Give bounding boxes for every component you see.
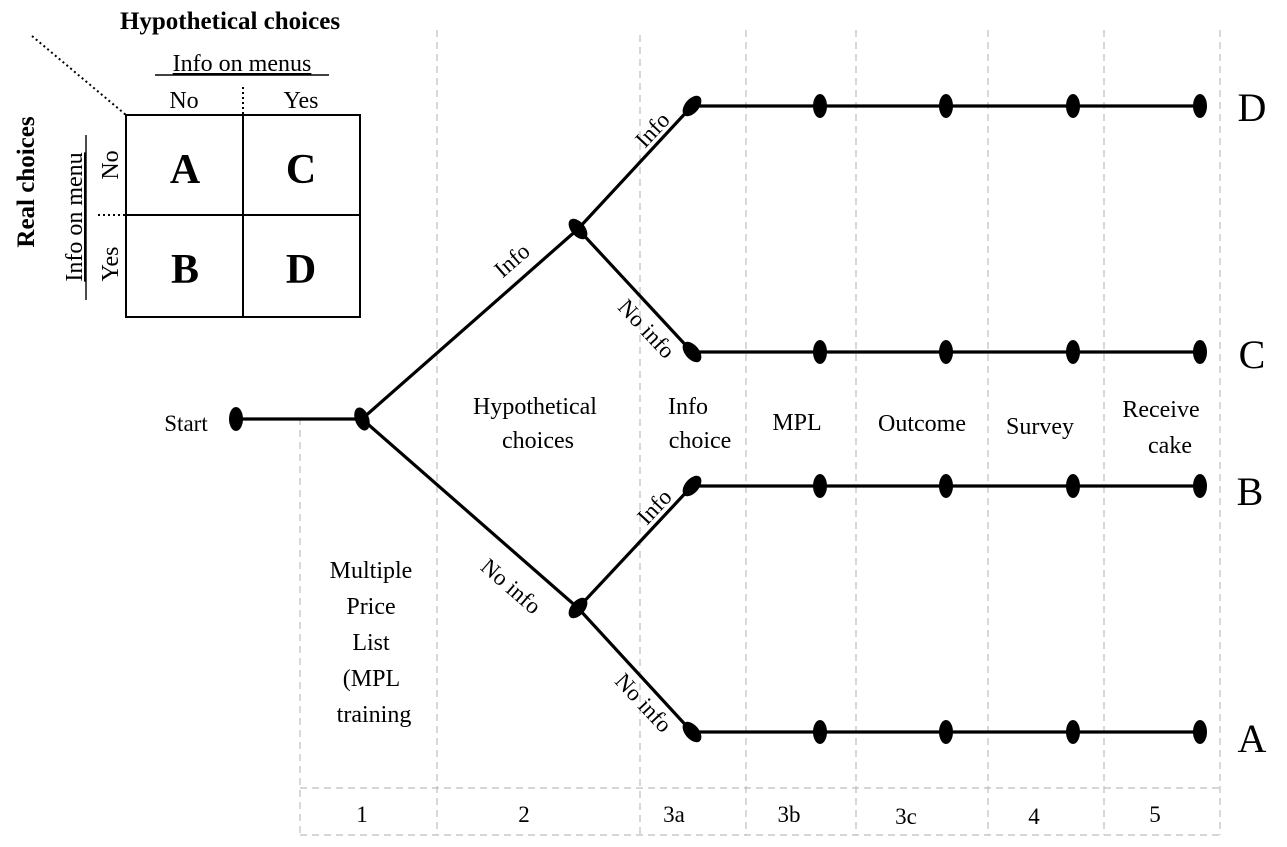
path-d-node	[813, 94, 827, 118]
edge-label-info-upper: Info	[630, 107, 674, 152]
stage-label-mpl-training-line: Price	[346, 594, 395, 620]
matrix-column-header: Info on menus	[173, 51, 312, 77]
branch-no-info-no-info	[576, 606, 694, 734]
branch-info-info	[576, 104, 694, 231]
path-d-node	[1193, 94, 1207, 118]
path-d-node	[682, 95, 702, 117]
treatment-matrix: Hypothetical choices Info on menus No Ye…	[13, 8, 361, 318]
matrix-cell-b: B	[171, 247, 199, 293]
outcome-d: D	[1238, 85, 1267, 130]
matrix-cell-d: D	[286, 247, 316, 293]
stage-label-info-choice-line: Info	[668, 394, 708, 420]
path-c-node	[939, 340, 953, 364]
stage-label-mpl-training: Multiple Price List (MPL training	[330, 558, 419, 728]
matrix-cell-c: C	[286, 147, 316, 193]
stage-label-mpl-training-line: training	[337, 702, 412, 728]
path-c-node	[682, 341, 702, 363]
stage-labels: Multiple Price List (MPL training Hypoth…	[330, 394, 1205, 728]
outcome-letters: D C B A	[1237, 85, 1267, 761]
branch-info	[360, 227, 580, 421]
stage-label-mpl: MPL	[772, 410, 821, 436]
path-b-node	[682, 475, 702, 497]
step-number-4: 4	[1028, 804, 1040, 829]
step-number-3b: 3b	[778, 802, 801, 827]
matrix-col-label-no: No	[169, 88, 198, 114]
path-d-node	[939, 94, 953, 118]
edge-label-no-info: No info	[476, 554, 546, 619]
path-b-node	[1193, 474, 1207, 498]
path-d-node	[1066, 94, 1080, 118]
path-b-node	[813, 474, 827, 498]
stage-label-info-choice: Info choice	[668, 394, 731, 454]
matrix-row-label-yes: Yes	[98, 247, 124, 282]
matrix-row-label-no: No	[98, 150, 124, 179]
stage-label-mpl-training-line: (MPL	[343, 666, 400, 692]
step-number-2: 2	[518, 802, 530, 827]
path-a-node	[682, 721, 702, 743]
step-number-row: 1 2 3a 3b 3c 4 5	[356, 802, 1161, 829]
path-b-node	[939, 474, 953, 498]
step-number-3a: 3a	[663, 802, 685, 827]
step-number-5: 5	[1149, 802, 1161, 827]
stage-label-outcome: Outcome	[878, 411, 966, 437]
edge-label-info-lower: Info	[632, 484, 676, 529]
tree-nodes	[229, 94, 1207, 744]
outcome-c: C	[1239, 332, 1266, 377]
stage-label-receive-cake: Receive cake	[1122, 397, 1205, 459]
branch-no-info	[360, 417, 580, 610]
matrix-cell-a: A	[170, 147, 201, 193]
path-a-node	[939, 720, 953, 744]
stage-label-receive-cake-line: cake	[1148, 433, 1192, 459]
no-info-choice-node	[568, 597, 588, 619]
outcome-b: B	[1237, 469, 1264, 514]
path-b-node	[1066, 474, 1080, 498]
stage-label-hypothetical-line: Hypothetical	[473, 394, 597, 420]
matrix-col-label-yes: Yes	[284, 88, 319, 114]
stage-grid	[299, 30, 1221, 836]
stage-label-hypothetical-choices: Hypothetical choices	[473, 394, 603, 454]
matrix-diagonal-dots	[31, 35, 127, 116]
first-choice-node	[354, 407, 370, 431]
path-a-node	[813, 720, 827, 744]
branch-no-info-info	[576, 484, 694, 610]
outcome-a: A	[1238, 716, 1267, 761]
matrix-row-title: Real choices	[13, 116, 40, 247]
branch-info-no-info	[576, 227, 694, 354]
path-a-node	[1193, 720, 1207, 744]
path-c-node	[813, 340, 827, 364]
step-number-3c: 3c	[895, 804, 917, 829]
info-choice-node	[568, 218, 588, 240]
path-c-node	[1193, 340, 1207, 364]
stage-label-hypothetical-line: choices	[502, 428, 574, 454]
stage-label-info-choice-line: choice	[669, 428, 732, 454]
edge-label-info: Info	[489, 238, 534, 282]
path-a-node	[1066, 720, 1080, 744]
stage-label-mpl-training-line: Multiple	[330, 558, 413, 584]
matrix-row-header: Info on menu	[62, 152, 88, 281]
start-node	[229, 407, 243, 431]
stage-label-mpl-training-line: List	[352, 630, 390, 656]
stage-label-receive-cake-line: Receive	[1122, 397, 1199, 423]
stage-label-survey: Survey	[1006, 414, 1074, 440]
matrix-title: Hypothetical choices	[120, 8, 340, 35]
step-number-1: 1	[356, 802, 368, 827]
path-c-node	[1066, 340, 1080, 364]
start-label: Start	[164, 411, 208, 436]
